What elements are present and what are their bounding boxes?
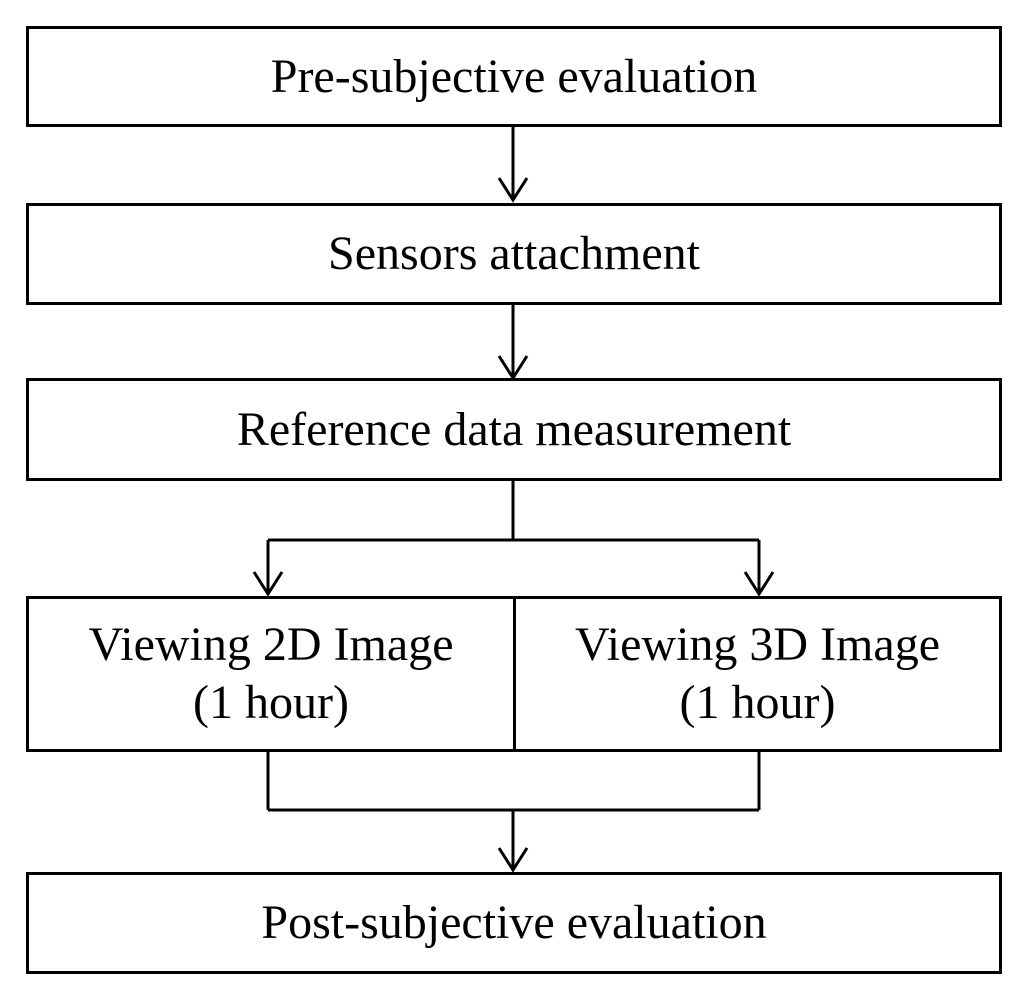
step-3d-line2: (1 hour) [679,676,836,729]
step-2d-line2: (1 hour) [193,676,349,729]
step-pre-subjective-evaluation: Pre-subjective evaluation [26,26,1002,127]
step-post-subjective-evaluation: Post-subjective evaluation [26,872,1002,974]
arrow-sensors-to-reference [497,303,529,381]
arrow-pre-to-sensors [497,125,529,203]
arrow-to-2d [252,571,284,597]
step-reference-label: Reference data measurement [236,402,792,456]
arrow-to-post [497,847,529,873]
merge-connector [266,750,761,870]
step-post-label: Post-subjective evaluation [261,896,767,949]
split-connector [266,479,761,594]
step-viewing-2d-image: Viewing 2D Image (1 hour) [26,596,516,752]
step-reference-data-measurement: Reference data measurement [26,378,1002,481]
arrow-to-3d [743,571,775,597]
step-sensors-attachment: Sensors attachment [26,203,1002,305]
step-2d-line1: Viewing 2D Image [88,618,454,671]
step-sensors-label: Sensors attachment [328,227,700,280]
step-viewing-3d-image: Viewing 3D Image (1 hour) [513,596,1002,752]
step-pre-label: Pre-subjective evaluation [270,49,758,103]
step-3d-line1: Viewing 3D Image [574,618,940,671]
